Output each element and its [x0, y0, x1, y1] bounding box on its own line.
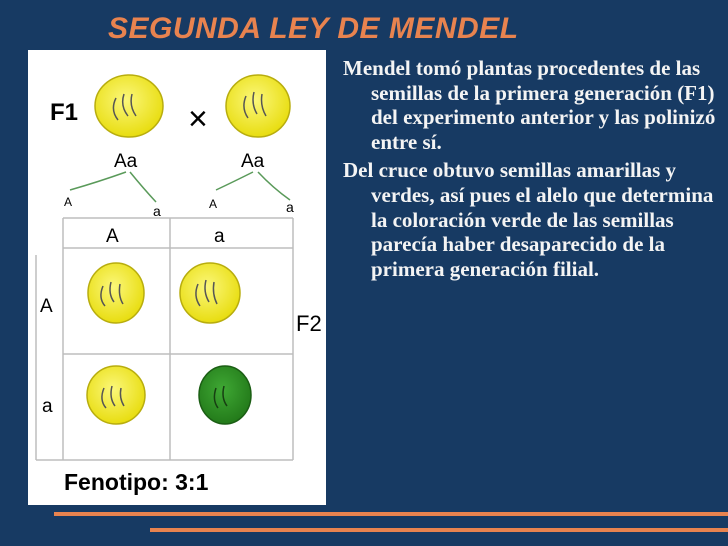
- explanation-text: Mendel tomó plantas procedentes de las s…: [343, 56, 718, 285]
- row-header-1: A: [40, 296, 53, 317]
- footer-rule-1: [54, 512, 728, 516]
- gamete-left-upper: A: [64, 195, 72, 209]
- col-header-1: A: [106, 226, 119, 247]
- parent-seed-right: [225, 74, 291, 138]
- parent-right-genotype: Aa: [241, 151, 265, 172]
- parent-seed-left: [94, 74, 164, 138]
- gamete-branches: [69, 171, 291, 203]
- gamete-left-lower: a: [153, 203, 161, 219]
- cross-symbol: ×: [188, 100, 208, 138]
- f2-label: F2: [296, 311, 322, 336]
- slide-title: SEGUNDA LEY DE MENDEL: [108, 12, 519, 45]
- col-header-2: a: [214, 226, 225, 247]
- row-header-2: a: [42, 396, 53, 417]
- punnett-diagram: F1 × Aa Aa A a A a: [35, 74, 322, 495]
- punnett-figure: F1 × Aa Aa A a A a: [28, 50, 326, 505]
- offspring-seed-Aa-bottom: [86, 365, 146, 425]
- offspring-seed-aa: [198, 365, 252, 425]
- parent-left-genotype: Aa: [114, 151, 138, 172]
- offspring-seed-AA: [87, 262, 145, 324]
- f1-label: F1: [50, 99, 78, 126]
- paragraph-2: Del cruce obtuvo semillas amarillas y ve…: [343, 158, 714, 281]
- paragraph-1: Mendel tomó plantas procedentes de las s…: [343, 56, 716, 154]
- offspring-seed-Aa-top: [179, 262, 241, 324]
- punnett-grid: [35, 217, 294, 461]
- gamete-right-upper: A: [209, 197, 217, 211]
- footer-rule-2: [150, 528, 728, 532]
- gamete-right-lower: a: [286, 199, 294, 215]
- phenotype-label: Fenotipo: 3:1: [64, 469, 209, 495]
